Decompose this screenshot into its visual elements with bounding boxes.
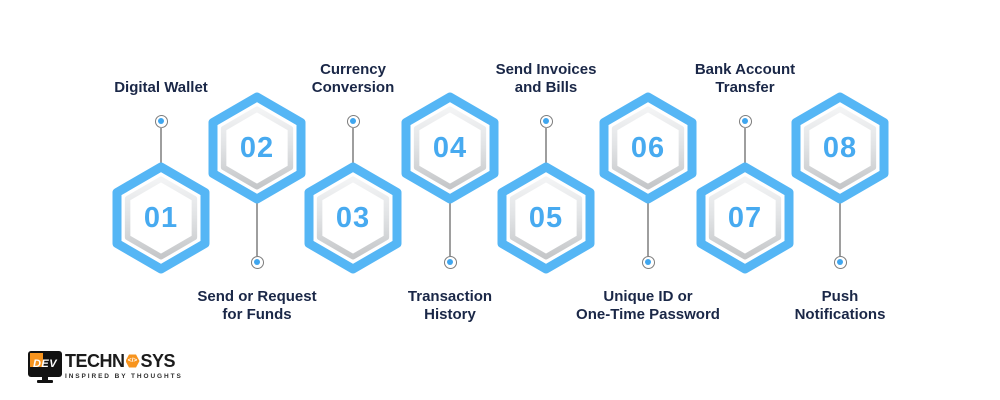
feature-label: Send Invoices and Bills (436, 61, 656, 97)
feature-label-line2: Conversion (311, 79, 395, 96)
connector-line (449, 203, 451, 256)
hexagon-shape-icon (304, 162, 402, 274)
feature-label-line1: Send or Request (197, 288, 317, 305)
feature-label: Send or Request for Funds (147, 288, 367, 324)
feature-label-line2: Transfer (715, 79, 775, 96)
feature-hexagon: 01 (112, 162, 210, 274)
connector-dot-core (742, 118, 748, 124)
feature-item-05: Send Invoices and Bills 05 (436, 0, 656, 400)
hexagon-shape-icon (599, 92, 697, 204)
feature-label: Unique ID or One-Time Password (538, 288, 758, 324)
feature-label-line2: Notifications (794, 306, 886, 323)
brand-block: TECHN </> SYS INSPIRED BY THOUGHTS (65, 351, 183, 380)
feature-item-01: Digital Wallet 01 (51, 0, 271, 400)
connector-dot-core (350, 118, 356, 124)
hexagon-shape-icon (401, 92, 499, 204)
connector-dot-icon (443, 255, 457, 269)
feature-number: 01 (143, 201, 179, 234)
feature-label-line1: Bank Account (694, 61, 796, 78)
connector-line (352, 127, 354, 164)
feature-hexagon: 04 (401, 92, 499, 204)
connector-line (839, 203, 841, 256)
connector-dot-icon (641, 255, 655, 269)
feature-hexagon: 02 (208, 92, 306, 204)
monitor-stand-base (37, 380, 53, 383)
brand-name-part1: TECHN (65, 351, 125, 371)
connector-line (256, 203, 258, 256)
code-hexagon-icon: </> (125, 354, 140, 368)
connector-dot-core (447, 259, 453, 265)
hexagon-shape-icon (696, 162, 794, 274)
connector-dot-core (158, 118, 164, 124)
feature-label-line1: Push (821, 288, 859, 305)
monitor-accent-square (30, 353, 43, 367)
feature-label-line1: Currency (320, 61, 386, 78)
brand-tagline: INSPIRED BY THOUGHTS (65, 373, 183, 380)
connector-line (647, 203, 649, 256)
logo: DEV TECHN </> SYS INSPIRED BY THOUGHTS (28, 351, 183, 385)
feature-hexagon: 06 (599, 92, 697, 204)
hexagon-shape-icon (791, 92, 889, 204)
connector-line (545, 127, 547, 164)
connector-dot-icon (833, 255, 847, 269)
feature-label-line2: and Bills (514, 79, 578, 96)
feature-hexagon: 07 (696, 162, 794, 274)
feature-item-04: Transaction History 04 (340, 0, 560, 400)
feature-item-08: Push Notifications 08 (730, 0, 950, 400)
feature-label: Push Notifications (730, 288, 950, 324)
brand-name-part2: SYS (140, 351, 176, 371)
monitor-stand-neck (42, 377, 48, 380)
logo-device-text: DEV (32, 358, 58, 370)
feature-label: Bank Account Transfer (635, 61, 855, 97)
connector-dot-core (254, 259, 260, 265)
feature-item-07: Bank Account Transfer 07 (635, 0, 855, 400)
feature-label-line1: Digital Wallet (114, 79, 208, 96)
feature-label: Transaction History (340, 288, 560, 324)
feature-label: Digital Wallet (51, 79, 271, 97)
feature-number: 08 (822, 131, 858, 164)
monitor-icon: DEV (28, 351, 62, 385)
feature-number: 06 (630, 131, 666, 164)
feature-hexagon: 03 (304, 162, 402, 274)
feature-number: 02 (239, 131, 275, 164)
feature-hexagon: 08 (791, 92, 889, 204)
feature-label-line2: History (424, 306, 476, 323)
hexagon-shape-icon (112, 162, 210, 274)
hexagon-shape-icon (208, 92, 306, 204)
feature-label-line1: Transaction (407, 288, 493, 305)
feature-label-line1: Unique ID or (603, 288, 693, 305)
feature-label-line2: for Funds (222, 306, 292, 323)
connector-line (744, 127, 746, 164)
connector-dot-icon (250, 255, 264, 269)
feature-number: 07 (727, 201, 763, 234)
feature-number: 04 (432, 131, 468, 164)
connector-dot-core (645, 259, 651, 265)
code-glyph: </> (127, 357, 138, 364)
feature-label-line1: Send Invoices (495, 61, 597, 78)
monitor-screen-icon: DEV (28, 351, 62, 377)
connector-dot-core (543, 118, 549, 124)
feature-number: 03 (335, 201, 371, 234)
connector-dot-core (837, 259, 843, 265)
feature-item-02: Send or Request for Funds 02 (147, 0, 367, 400)
feature-item-06: Unique ID or One-Time Password 06 (538, 0, 758, 400)
feature-label-line2: One-Time Password (576, 306, 720, 323)
brand-name: TECHN </> SYS (65, 351, 183, 371)
hexagon-shape-icon (497, 162, 595, 274)
feature-hexagon: 05 (497, 162, 595, 274)
feature-number: 05 (528, 201, 564, 234)
feature-label: Currency Conversion (243, 61, 463, 97)
connector-line (160, 127, 162, 164)
feature-item-03: Currency Conversion 03 (243, 0, 463, 400)
